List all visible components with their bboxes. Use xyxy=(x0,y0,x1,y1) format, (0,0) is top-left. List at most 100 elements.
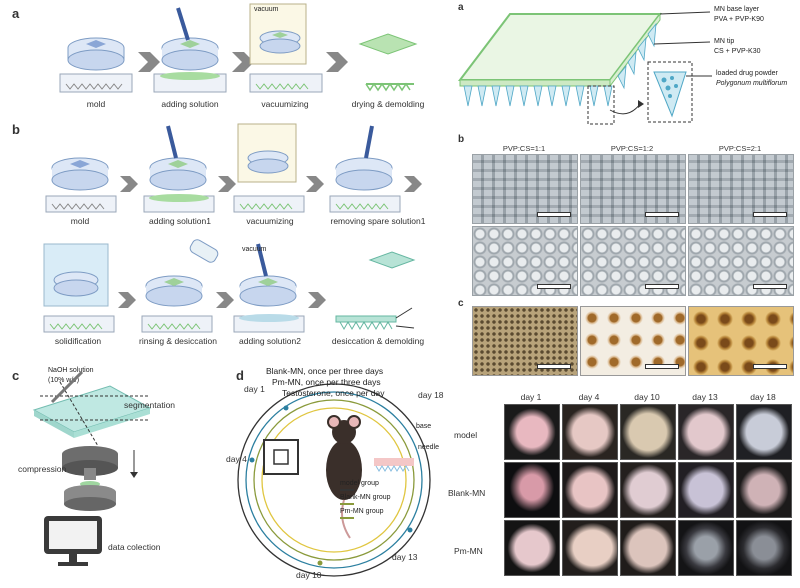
skin-photo-blank-d13 xyxy=(678,462,734,518)
step-compression: compression xyxy=(18,464,67,474)
fabrication-b-drawing xyxy=(43,123,422,333)
group-pm-mn: Pm-MN group xyxy=(340,508,384,515)
day-label-1: day 1 xyxy=(244,384,265,394)
skin-photo-pm-d1 xyxy=(504,520,560,576)
ratio-label-2: PVP:CS=1:2 xyxy=(610,144,654,153)
skin-day-18: day 18 xyxy=(750,392,776,402)
skin-photo-model-d18 xyxy=(736,404,792,460)
micrograph-top-3 xyxy=(688,226,794,296)
skin-photo-model-d1 xyxy=(504,404,560,460)
skin-group-blank-mn: Blank-MN xyxy=(448,488,486,498)
mn-structure-drawing xyxy=(457,11,712,125)
needle-label: needle xyxy=(418,444,440,451)
group-model: model group xyxy=(340,480,379,487)
panel-label-right-c: c xyxy=(458,298,464,309)
drug-powder-name: Polygonum multiflorum xyxy=(716,80,788,87)
fabrication-a-drawing xyxy=(59,3,418,93)
skin-group-pm-mn: Pm-MN xyxy=(454,546,483,556)
step-data-collection: data colection xyxy=(108,542,161,552)
panel-label-left-a: a xyxy=(12,6,20,21)
schedule-d: Blank-MN, once per three days Pm-MN, onc… xyxy=(224,362,446,583)
skin-group-model: model xyxy=(454,430,478,440)
scale-bar xyxy=(753,364,787,369)
base-label: base xyxy=(416,423,432,430)
skin-day-10: day 10 xyxy=(634,392,660,402)
step-b-removing-spare: removing spare solution1 xyxy=(330,216,426,226)
panel-label-left-c: c xyxy=(12,368,20,383)
vacuum-label-b: vacuum xyxy=(242,246,267,253)
micrograph-top-2 xyxy=(580,226,686,296)
patch-photo-3 xyxy=(688,306,794,376)
scale-bar xyxy=(645,284,679,289)
step-drying-a: drying & demolding xyxy=(351,99,425,109)
scale-bar xyxy=(753,212,787,217)
skin-photo-pm-d4 xyxy=(562,520,618,576)
micrograph-top-1 xyxy=(472,226,578,296)
skin-photo-pm-d13 xyxy=(678,520,734,576)
skin-photo-model-d13 xyxy=(678,404,734,460)
scale-bar xyxy=(645,212,679,217)
fabrication-b: vacuum NaOH solution (10% w/v) base need… xyxy=(0,120,440,451)
step-b-mold: mold xyxy=(70,216,90,226)
step-mold-a: mold xyxy=(86,99,106,109)
micrograph-side-3 xyxy=(688,154,794,224)
base-layer-label: MN base layer xyxy=(714,6,760,13)
ratio-label-3: PVP:CS=2:1 xyxy=(718,144,762,153)
step-b-adding-solution2: adding solution2 xyxy=(239,336,301,346)
panel-label-right-a: a xyxy=(458,2,464,13)
scale-bar xyxy=(537,212,571,217)
panel-label-left-b: b xyxy=(12,122,20,137)
mn-tip-label: MN tip xyxy=(714,38,735,45)
skin-photo-model-d10 xyxy=(620,404,676,460)
step-b-vacuumizing: vacuumizing xyxy=(246,216,294,226)
testing-c: segmentation compression data colection xyxy=(0,362,230,583)
micrograph-side-2 xyxy=(580,154,686,224)
scale-bar xyxy=(645,364,679,369)
day-label-4: day 4 xyxy=(226,454,247,464)
mn-tip-composition: CS + PVP-K30 xyxy=(714,48,761,55)
legend-pm-mn: Pm-MN, once per three days xyxy=(272,377,381,387)
naoh-label-2: (10% w/v) xyxy=(48,377,80,384)
skin-day-4: day 4 xyxy=(578,392,600,402)
step-vacuumizing-a: vacuumizing xyxy=(261,99,309,109)
scale-bar xyxy=(537,364,571,369)
fabrication-a: vacuum mold adding solution vacuumizing … xyxy=(0,0,440,120)
panel-label-left-d: d xyxy=(236,368,244,383)
skin-photo-blank-d18 xyxy=(736,462,792,518)
skin-day-1: day 1 xyxy=(520,392,542,402)
scale-bar xyxy=(537,284,571,289)
micrograph-side-1 xyxy=(472,154,578,224)
vacuum-label-a: vacuum xyxy=(254,6,279,13)
day-label-10: day 10 xyxy=(296,570,322,580)
skin-photo-model-d4 xyxy=(562,404,618,460)
scale-bar xyxy=(753,284,787,289)
step-b-adding-solution1: adding solution1 xyxy=(149,216,211,226)
schedule-d-drawing xyxy=(237,383,431,577)
skin-photo-blank-d1 xyxy=(504,462,560,518)
patch-photo-2 xyxy=(580,306,686,376)
skin-photo-blank-d10 xyxy=(620,462,676,518)
step-b-solidification: solidification xyxy=(54,336,102,346)
panel-label-right-b: b xyxy=(458,134,465,145)
legend-testosterone: Testosterone, once per day xyxy=(282,388,385,398)
step-segmentation: segmentation xyxy=(124,400,176,410)
day-label-18: day 18 xyxy=(418,390,444,400)
needle-array-icon xyxy=(463,22,657,107)
drug-powder-label: loaded drug powder xyxy=(716,70,778,77)
skin-day-13: day 13 xyxy=(692,392,718,402)
base-layer-composition: PVA + PVP-K90 xyxy=(714,16,764,23)
naoh-label-1: NaOH solution xyxy=(48,367,94,374)
ratio-label-1: PVP:CS=1:1 xyxy=(502,144,546,153)
step-b-desiccation-demolding: desiccation & demolding xyxy=(331,336,425,346)
group-blank-mn: Blank-MN group xyxy=(340,494,391,501)
legend-blank-mn: Blank-MN, once per three days xyxy=(266,366,384,376)
mn-structure: MN base layer PVA + PVP-K90 MN tip CS + … xyxy=(450,0,800,135)
skin-photo-pm-d18 xyxy=(736,520,792,576)
day-label-13: day 13 xyxy=(392,552,418,562)
skin-photo-blank-d4 xyxy=(562,462,618,518)
step-b-rinsing: rinsing & desiccation xyxy=(139,336,217,346)
patch-photo-1 xyxy=(472,306,578,376)
step-adding-solution-a: adding solution xyxy=(161,99,219,109)
skin-photo-pm-d10 xyxy=(620,520,676,576)
testing-c-drawing xyxy=(32,370,152,566)
